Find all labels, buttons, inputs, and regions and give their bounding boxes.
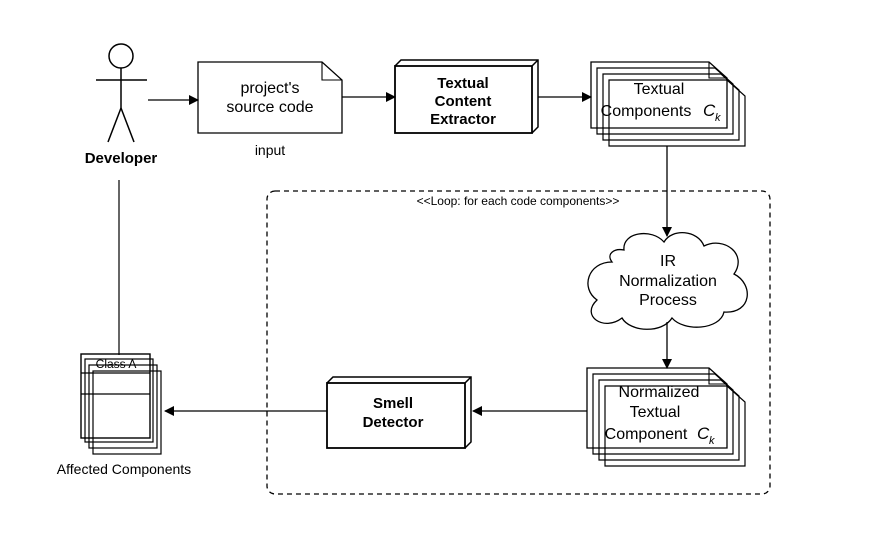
ir-line2: Normalization bbox=[619, 273, 717, 290]
components-line2: Components bbox=[601, 103, 692, 120]
extractor-line2: Content bbox=[435, 93, 492, 110]
ir-normalization-cloud: IR Normalization Process bbox=[587, 232, 748, 330]
loop-frame: <<Loop: for each code components>> bbox=[266, 190, 771, 495]
components-symbol: C bbox=[703, 101, 716, 120]
class-a-label: Class A bbox=[96, 357, 137, 371]
normalized-line2: Textual bbox=[630, 404, 681, 421]
ir-line3: Process bbox=[639, 292, 697, 309]
components-line1: Textual bbox=[634, 81, 685, 98]
ir-line1: IR bbox=[660, 253, 676, 270]
extractor-line1: Textual bbox=[437, 75, 488, 92]
normalized-subscript: k bbox=[709, 435, 715, 447]
normalized-components-stack: Normalized Textual Component C k bbox=[586, 367, 746, 467]
textual-components-stack: Textual Components C k bbox=[590, 61, 746, 147]
detector-line1: Smell bbox=[373, 395, 413, 412]
input-caption: input bbox=[255, 142, 285, 158]
developer-label: Developer bbox=[85, 150, 158, 167]
source-code-line1: project's bbox=[240, 80, 299, 97]
affected-components-caption: Affected Components bbox=[57, 461, 191, 477]
normalized-line1: Normalized bbox=[619, 384, 700, 401]
textual-content-extractor-node: Textual Content Extractor bbox=[394, 59, 539, 134]
source-code-line2: source code bbox=[226, 99, 313, 116]
components-subscript: k bbox=[715, 112, 721, 124]
source-code-document: project's source code bbox=[197, 61, 343, 134]
extractor-line3: Extractor bbox=[430, 111, 496, 128]
normalized-line3: Component bbox=[605, 426, 688, 443]
affected-class-stack: Class A bbox=[80, 353, 162, 455]
smell-detector-node: Smell Detector bbox=[326, 376, 472, 449]
detector-line2: Detector bbox=[363, 414, 424, 431]
normalized-symbol: C bbox=[697, 424, 710, 443]
loop-label: <<Loop: for each code components>> bbox=[417, 194, 620, 208]
developer-actor-icon bbox=[96, 43, 147, 143]
